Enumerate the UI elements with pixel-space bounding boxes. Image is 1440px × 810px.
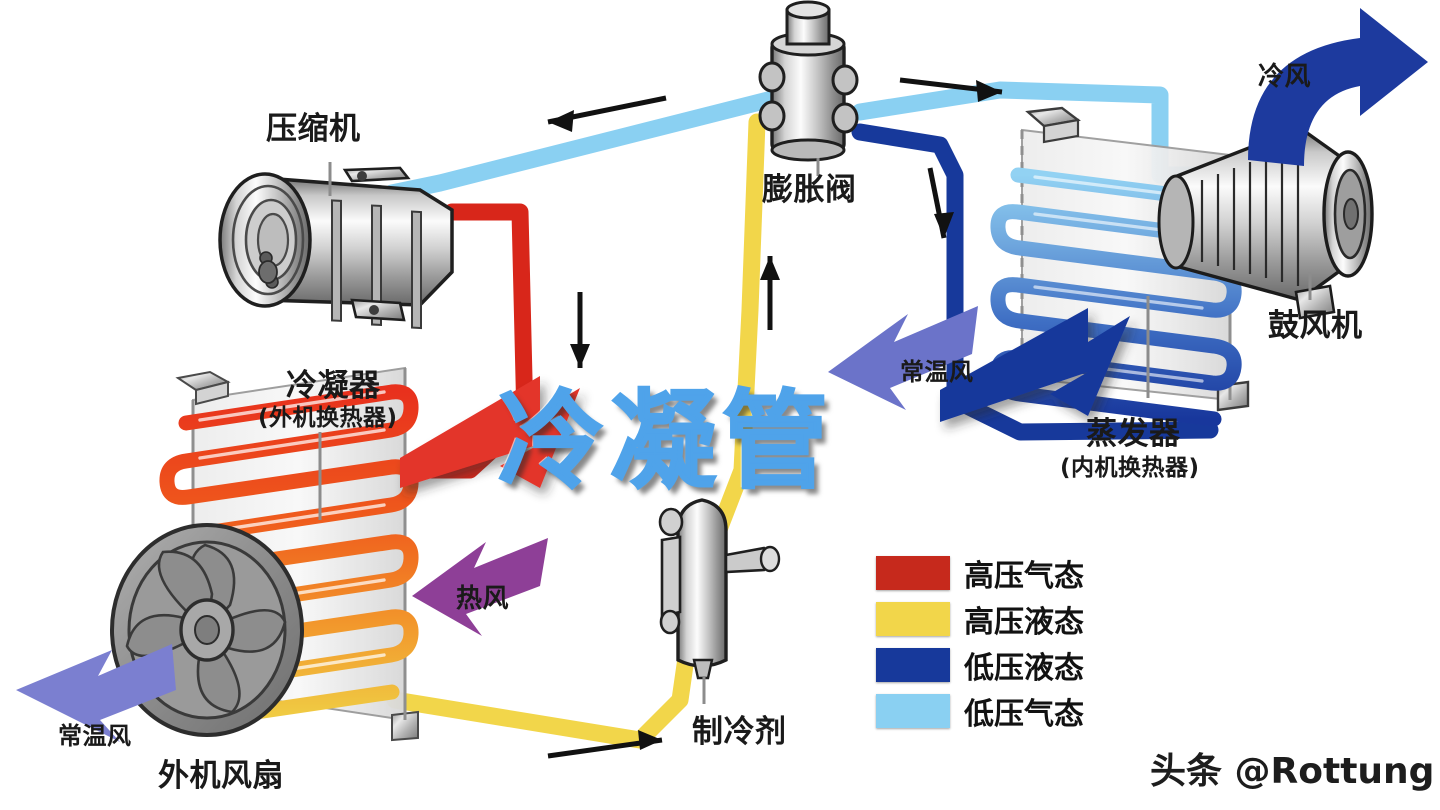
legend-swatch-high-pressure-liquid (876, 602, 950, 636)
label-blower: 鼓风机 (1268, 308, 1363, 344)
evaporator-coil-highlight (1033, 175, 1204, 383)
blower-end-cap-left (1157, 174, 1195, 270)
blower-unit (1157, 126, 1374, 320)
overlay-annotation-condenser-tube: 冷凝管 (497, 379, 834, 504)
watermark: 头条 @Rottung (1150, 751, 1435, 792)
receiver-bottom-nipple (692, 658, 714, 680)
condenser-coil-highlight (198, 390, 386, 685)
receiver-drier-unit (658, 498, 781, 680)
condenser-frame-top-post (195, 380, 229, 406)
label-outdoor-fan: 外机风扇 (158, 758, 284, 794)
arrowhead-compressor-down (570, 344, 590, 368)
blower-hub (1343, 198, 1359, 230)
condenser-frame-bottom-bracket (391, 710, 419, 742)
label-expansion-valve: 膨胀阀 (762, 172, 857, 208)
legend: 高压气态 高压液态 低压液态 低压气态 (876, 552, 1084, 736)
expansion-valve-port-right-upper (831, 64, 859, 96)
label-evaporator: 蒸发器 (1086, 416, 1181, 452)
label-evaporator-sub: (内机换热器) (1060, 455, 1200, 481)
expansion-valve-body (770, 40, 846, 152)
legend-swatch-low-pressure-gas (876, 694, 950, 728)
expansion-valve-top (785, 0, 831, 20)
callout-arrow-blue-right (940, 308, 1130, 422)
compressor-band-1 (331, 199, 342, 322)
arrowhead-evaporator-in (934, 212, 954, 238)
compressor-mount-top-bolt (357, 171, 367, 181)
expansion-valve-port-left-upper (758, 61, 786, 93)
callout-arrow-red-left (400, 376, 580, 488)
legend-row: 高压液态 (876, 598, 1084, 640)
arrowhead-receiver-up (760, 256, 780, 280)
flow-direction-arrowheads (548, 80, 1002, 750)
label-ambient-air-mid: 常温风 (900, 358, 974, 386)
label-refrigerant: 制冷剂 (692, 714, 787, 750)
compressor-mount-top (342, 166, 411, 183)
legend-row: 低压液态 (876, 644, 1084, 686)
legend-label-low-pressure-gas: 低压气态 (964, 697, 1084, 732)
legend-row: 低压气态 (876, 690, 1084, 732)
label-condenser: 冷凝器 (286, 368, 381, 404)
compressor-band-3 (411, 210, 422, 330)
evaporator-unit (990, 106, 1250, 427)
pipe-high-pressure-liquid-up (706, 113, 766, 549)
label-ambient-air-left: 常温风 (58, 722, 132, 750)
hot-air-arrow (412, 538, 548, 636)
blower-mount-bracket (1294, 284, 1336, 320)
arrowhead-top-left (548, 110, 574, 132)
receiver-side-bracket (660, 535, 682, 618)
compressor-band-2 (371, 204, 382, 327)
label-cold-air: 冷风 (1258, 62, 1312, 92)
expansion-valve-port-left-lower (758, 100, 786, 132)
arrowhead-top-right (976, 80, 1002, 102)
compressor-mount-bottom-bolt (369, 305, 379, 315)
receiver-body (676, 498, 728, 668)
arrowhead-bottom (638, 730, 662, 750)
legend-label-low-pressure-liquid: 低压液态 (964, 651, 1084, 686)
pipe-low-pressure-liquid (851, 123, 1219, 441)
label-hot-air: 热风 (456, 584, 510, 614)
expansion-valve-port-right-lower (831, 102, 859, 134)
legend-row: 高压气态 (876, 552, 1084, 594)
compressor-hub (258, 260, 278, 284)
label-condenser-sub: (外机换热器) (258, 405, 398, 431)
evaporator-top-post (1042, 118, 1080, 144)
expansion-valve-unit (758, 0, 859, 162)
label-compressor: 压缩机 (266, 111, 361, 147)
label-leader-lines (318, 158, 1312, 704)
legend-label-high-pressure-liquid: 高压液态 (964, 605, 1084, 640)
legend-swatch-high-pressure-gas (876, 556, 950, 590)
legend-label-high-pressure-gas: 高压气态 (964, 559, 1084, 594)
legend-swatch-low-pressure-liquid (876, 648, 950, 682)
expansion-valve-bottom (770, 138, 846, 162)
receiver-side-port-bottom (659, 609, 681, 635)
cold-air-arrow (1248, 8, 1428, 166)
receiver-side-port-top (658, 507, 684, 537)
compressor-pulley-ring-1 (231, 184, 305, 296)
receiver-outlet-cap (759, 545, 781, 573)
ambient-air-arrow-mid (828, 306, 978, 410)
compressor-unit (218, 166, 454, 330)
ambient-air-arrow-left (16, 644, 176, 742)
